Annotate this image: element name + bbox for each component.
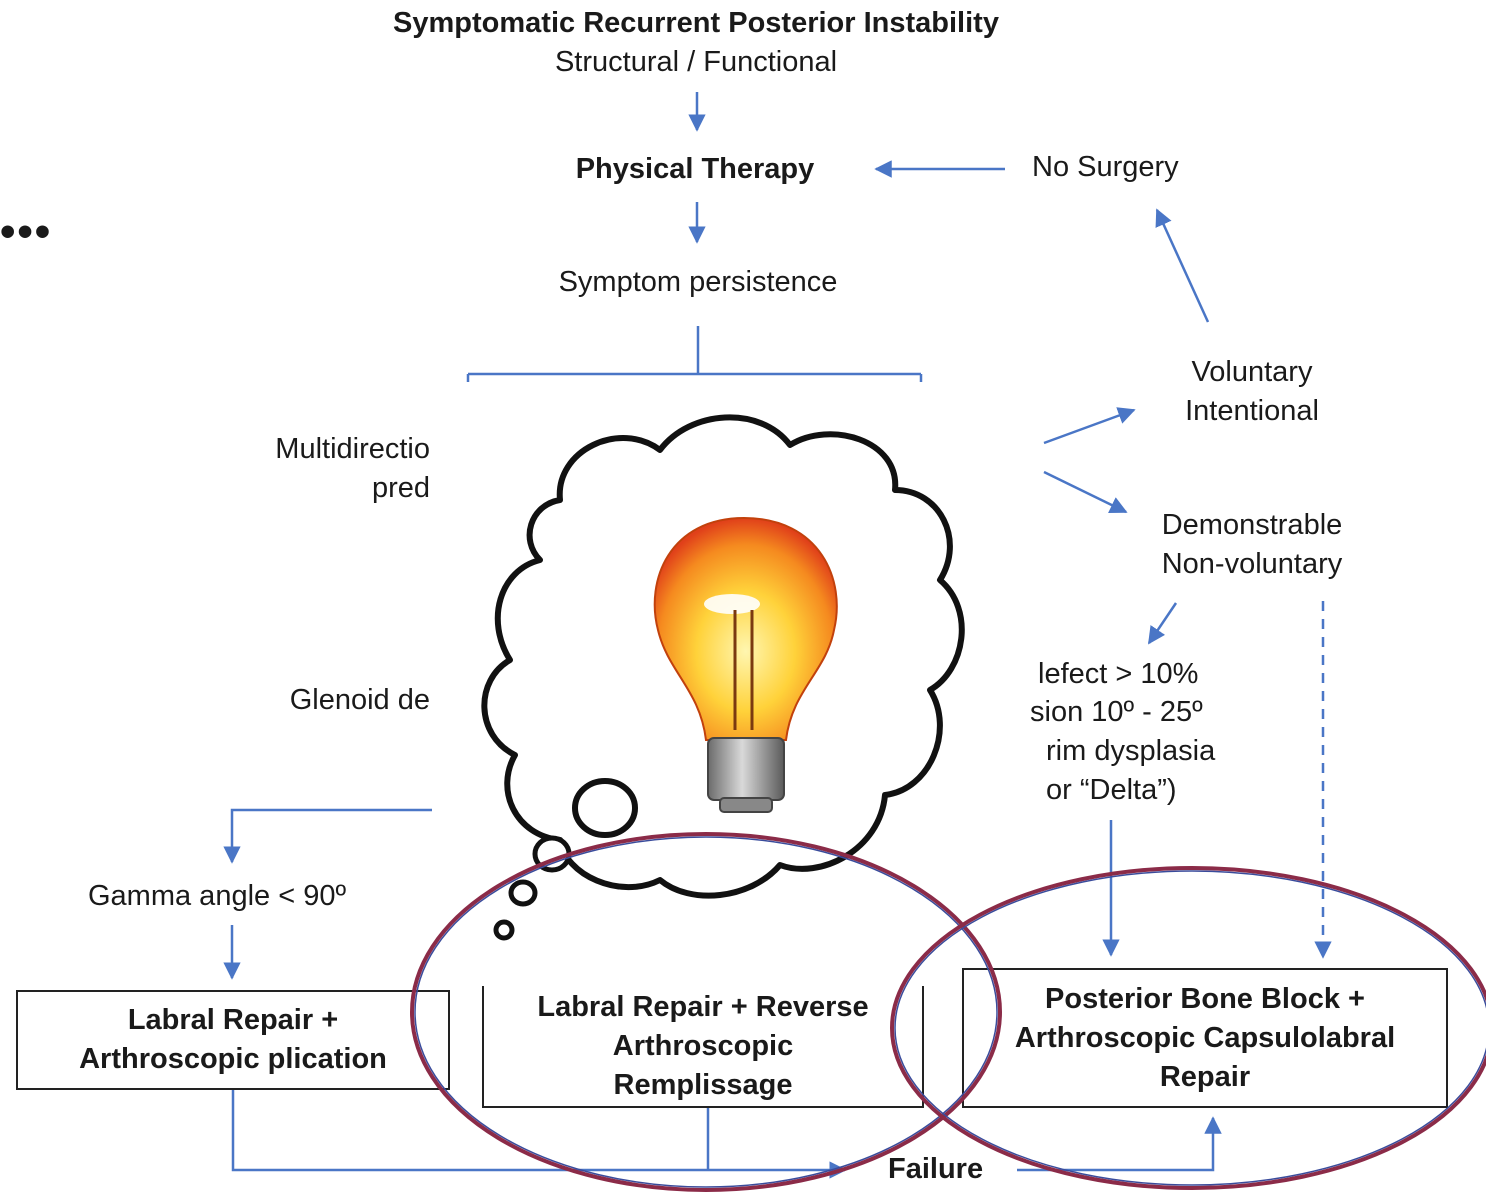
node-multidirectional-line2: pred: [371, 472, 430, 504]
thought-bubble-mid-2: [508, 879, 538, 907]
node-voluntary-intentional: Voluntary Intentional: [1185, 356, 1319, 427]
highlight-ellipse-remplissage: [410, 832, 1002, 1192]
criteria-line-4: or “Delta”): [1046, 774, 1177, 806]
node-multidirectional-line1: Multidirectio: [275, 433, 430, 465]
node-no-surgery: No Surgery: [1032, 151, 1179, 183]
box-labral-repair-remplissage: Labral Repair + Reverse Arthroscopic Rem…: [482, 986, 924, 1108]
node-glenoid-left: Glenoid de: [289, 684, 430, 716]
arrow-demonstrable-to-criteria: [1147, 602, 1178, 645]
node-failure: Failure: [888, 1153, 984, 1185]
node-symptom-persistence: Symptom persistence: [558, 266, 838, 298]
criteria-line-1: lefect > 10%: [1038, 658, 1199, 690]
thought-bubble-large: [572, 778, 638, 838]
arrow-to-voluntary: [1043, 407, 1136, 445]
node-demonstrable-non-voluntary: Demonstrable Non-voluntary: [1161, 509, 1343, 580]
diagram-title: Symptomatic Recurrent Posterior Instabil…: [393, 7, 999, 39]
arrow-failure-to-bone-block: [1017, 1116, 1222, 1172]
ellipsis-dots: •••: [0, 207, 53, 256]
highlight-ellipse-bone-block: [890, 866, 1486, 1190]
box-posterior-bone-block: Posterior Bone Block + Arthroscopic Caps…: [962, 968, 1448, 1108]
box-labral-repair-plication: Labral Repair + Arthroscopic plication: [16, 990, 450, 1090]
arrow-to-demonstrable: [1043, 470, 1128, 514]
arrow-to-gamma: [223, 808, 432, 864]
node-physical-therapy: Physical Therapy: [575, 153, 815, 185]
criteria-line-3: rim dysplasia: [1046, 735, 1216, 767]
node-gamma-angle: Gamma angle < 90º: [88, 880, 347, 912]
arrow-voluntary-to-nosurgery: [1155, 208, 1210, 323]
thought-bubble-small: [493, 919, 515, 941]
line-left-box-to-failure: [231, 1090, 847, 1179]
diagram-subtitle: Structural / Functional: [554, 46, 838, 78]
criteria-line-2: sion 10º - 25º: [1030, 696, 1203, 728]
